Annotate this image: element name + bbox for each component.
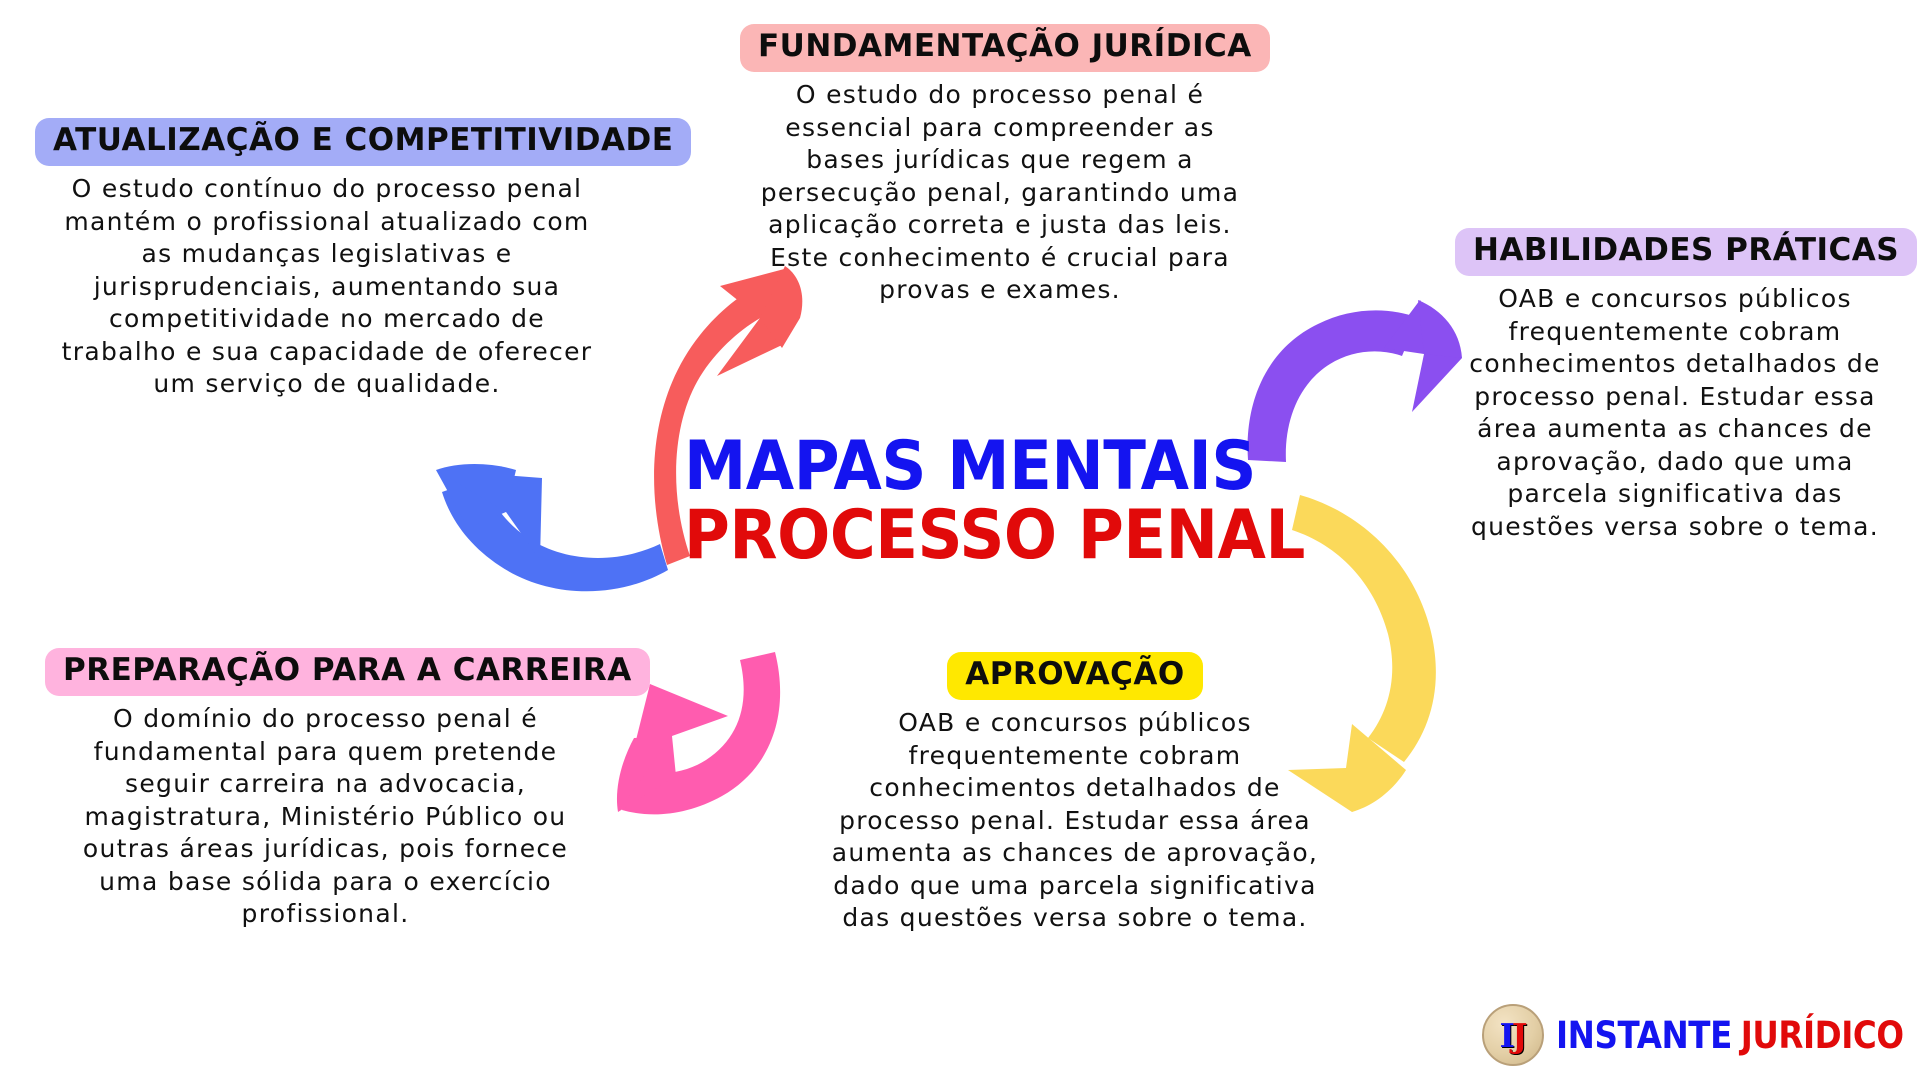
block-title-preparacao-para-a-carreira: PREPARAÇÃO PARA A CARREIRA	[45, 648, 650, 696]
logo-monogram-j: J	[1511, 1015, 1528, 1055]
logo-monogram-i: I	[1499, 1015, 1514, 1055]
center-title-line-2: PROCESSO PENAL	[684, 496, 1305, 576]
block-atualizacao-e-competitividade: ATUALIZAÇÃO E COMPETITIVIDADE O estudo c…	[35, 118, 692, 401]
block-title-habilidades-praticas: HABILIDADES PRÁTICAS	[1455, 228, 1918, 276]
block-body-fundamentacao-juridica: O estudo do processo penal é essencial p…	[760, 80, 1240, 304]
block-body-preparacao-para-a-carreira: O domínio do processo penal é fundamenta…	[82, 704, 569, 928]
block-body-aprovacao: OAB e concursos públicos frequentemente …	[831, 708, 1319, 932]
center-title: MAPAS MENTAIS PROCESSO PENAL	[660, 427, 1305, 576]
block-title-atualizacao-e-competitividade: ATUALIZAÇÃO E COMPETITIVIDADE	[35, 118, 692, 166]
center-title-line-1: MAPAS MENTAIS	[684, 427, 1256, 506]
arrow-blue-up-left	[436, 464, 668, 592]
block-title-aprovacao: APROVAÇÃO	[947, 652, 1203, 700]
logo-word-juridico: JURÍDICO	[1740, 1013, 1904, 1057]
block-aprovacao: APROVAÇÃO OAB e concursos públicos frequ…	[815, 652, 1335, 935]
block-body-atualizacao-e-competitividade: O estudo contínuo do processo penal mant…	[61, 174, 593, 398]
block-title-fundamentacao-juridica: FUNDAMENTAÇÃO JURÍDICA	[740, 24, 1270, 72]
block-body-habilidades-praticas: OAB e concursos públicos frequentemente …	[1469, 284, 1881, 541]
arrow-purple-right	[1247, 300, 1462, 462]
block-habilidades-praticas: HABILIDADES PRÁTICAS OAB e concursos púb…	[1455, 228, 1918, 543]
block-fundamentacao-juridica: FUNDAMENTAÇÃO JURÍDICA O estudo do proce…	[740, 24, 1270, 307]
logo-word-instante: INSTANTE	[1556, 1013, 1732, 1057]
block-preparacao-para-a-carreira: PREPARAÇÃO PARA A CARREIRA O domínio do …	[45, 648, 650, 931]
